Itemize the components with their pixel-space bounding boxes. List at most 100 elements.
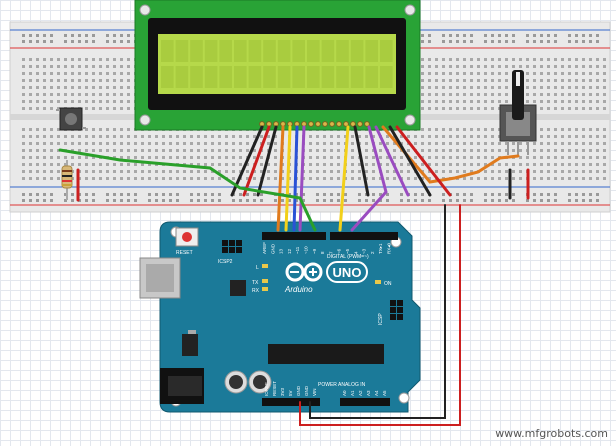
breadboard-hole	[568, 177, 571, 180]
icsp-pin	[390, 307, 396, 313]
breadboard-hole	[64, 65, 67, 68]
arduino-uno-board: RESET ICSP2 UNO Arduino L TX RX ON ICSP	[139, 221, 421, 413]
breadboard-hole	[274, 170, 277, 173]
rail-hole	[337, 199, 340, 202]
breadboard-hole	[78, 72, 81, 75]
breadboard-hole	[561, 93, 564, 96]
breadboard-hole	[218, 135, 221, 138]
breadboard-hole	[204, 156, 207, 159]
breadboard-hole	[162, 170, 165, 173]
digital-pin-label: AREF	[262, 242, 267, 254]
breadboard-hole	[148, 156, 151, 159]
breadboard-hole	[127, 170, 130, 173]
breadboard-hole	[218, 163, 221, 166]
breadboard-hole	[351, 156, 354, 159]
breadboard-hole	[603, 79, 606, 82]
wire-green-button	[58, 148, 317, 232]
breadboard-hole	[274, 135, 277, 138]
breadboard-hole	[113, 107, 116, 110]
rail-hole	[540, 34, 543, 37]
rail-hole	[134, 199, 137, 202]
breadboard-hole	[554, 128, 557, 131]
breadboard-hole	[309, 149, 312, 152]
rail-hole	[274, 199, 277, 202]
rail-hole	[197, 199, 200, 202]
breadboard-hole	[519, 177, 522, 180]
breadboard-hole	[484, 170, 487, 173]
breadboard-hole	[575, 156, 578, 159]
digital-pin-label: ~10	[304, 246, 309, 254]
breadboard-hole	[358, 170, 361, 173]
rail-hole	[456, 199, 459, 202]
breadboard-hole	[85, 142, 88, 145]
breadboard-hole	[484, 135, 487, 138]
breadboard-hole	[470, 142, 473, 145]
breadboard-hole	[484, 65, 487, 68]
rail-hole	[498, 193, 501, 196]
breadboard-hole	[456, 149, 459, 152]
rail-hole	[50, 199, 53, 202]
breadboard-hole	[71, 58, 74, 61]
rail-hole	[582, 199, 585, 202]
breadboard-hole	[71, 65, 74, 68]
rail-hole	[29, 199, 32, 202]
breadboard-hole	[330, 135, 333, 138]
digital-pin-label: 8	[320, 251, 325, 254]
breadboard-hole	[421, 163, 424, 166]
breadboard-hole	[36, 135, 39, 138]
breadboard-hole	[561, 149, 564, 152]
breadboard-hole	[281, 170, 284, 173]
breadboard-hole	[463, 135, 466, 138]
breadboard-hole	[71, 135, 74, 138]
breadboard-hole	[162, 156, 165, 159]
rail-hole	[50, 40, 53, 43]
wire-power-red	[299, 204, 461, 426]
rail-hole	[106, 199, 109, 202]
breadboard-hole	[582, 79, 585, 82]
rail-hole	[344, 193, 347, 196]
breadboard-hole	[582, 65, 585, 68]
breadboard-hole	[547, 93, 550, 96]
breadboard-hole	[36, 149, 39, 152]
rail-hole	[421, 199, 424, 202]
breadboard-hole	[50, 86, 53, 89]
rail-hole	[323, 199, 326, 202]
breadboard-hole	[190, 142, 193, 145]
lcd-cell	[263, 40, 276, 62]
breadboard-hole	[484, 72, 487, 75]
digital-pin-label: 4	[353, 251, 358, 254]
breadboard-hole	[85, 100, 88, 103]
wire-lcd-d7-yellow	[338, 125, 350, 232]
wire-lcd-d5-black	[353, 125, 370, 197]
breadboard-hole	[57, 170, 60, 173]
lcd-cell	[175, 66, 189, 88]
breadboard-hole	[498, 79, 501, 82]
breadboard-hole	[99, 163, 102, 166]
rail-hole	[22, 34, 25, 37]
lcd-cell	[350, 66, 364, 88]
breadboard-hole	[512, 65, 515, 68]
breadboard-hole	[596, 79, 599, 82]
breadboard-hole	[169, 149, 172, 152]
breadboard-hole	[253, 149, 256, 152]
rail-hole	[589, 34, 592, 37]
breadboard-hole	[421, 65, 424, 68]
breadboard-hole	[43, 177, 46, 180]
lcd-cell	[219, 40, 232, 62]
breadboard-hole	[120, 149, 123, 152]
breadboard-hole	[575, 100, 578, 103]
breadboard-hole	[568, 72, 571, 75]
breadboard-hole	[421, 107, 424, 110]
breadboard-hole	[526, 163, 529, 166]
breadboard-hole	[428, 135, 431, 138]
breadboard-hole	[358, 177, 361, 180]
breadboard-hole	[435, 100, 438, 103]
breadboard-hole	[36, 177, 39, 180]
breadboard-hole	[477, 149, 480, 152]
breadboard-hole	[120, 135, 123, 138]
breadboard-hole	[106, 79, 109, 82]
rail-hole	[379, 199, 382, 202]
rail-hole	[407, 199, 410, 202]
breadboard-hole	[120, 163, 123, 166]
breadboard-hole	[428, 177, 431, 180]
